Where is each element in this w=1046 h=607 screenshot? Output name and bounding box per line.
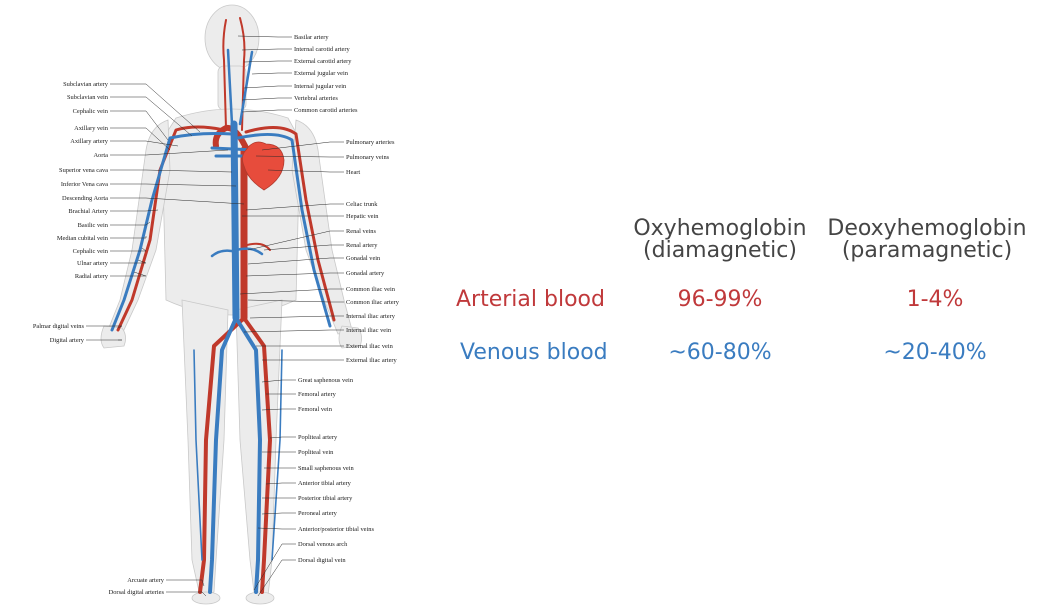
anatomy-label: External carotid artery	[294, 58, 352, 65]
anatomy-label: Cephalic vein	[73, 108, 109, 115]
anatomy-label: Radial artery	[75, 273, 109, 280]
anatomy-label: Renal veins	[346, 228, 377, 235]
anatomy-label: Axillary artery	[70, 138, 109, 145]
col2-header-line1: Deoxyhemoglobin	[822, 218, 1032, 240]
anatomy-label: External jugular vein	[294, 70, 349, 77]
anatomy-label: Hepatic vein	[346, 213, 379, 220]
arterial-deoxy-value: 1-4%	[840, 287, 1030, 313]
anatomy-label: Pulmonary arteries	[346, 139, 395, 146]
anatomy-label: Median cubital vein	[57, 235, 109, 242]
anatomy-label: Basilar artery	[294, 34, 329, 41]
anatomy-label: Internal carotid artery	[294, 46, 351, 53]
anatomy-label: Anterior tibial artery	[298, 480, 352, 487]
arterial-row-label: Arterial blood	[456, 287, 605, 313]
anatomy-label: Gonadal vein	[346, 255, 381, 262]
anatomy-label: Great saphenous vein	[298, 377, 354, 384]
anatomy-label: Palmar digital veins	[33, 323, 85, 330]
anatomy-label: Subclavian vein	[67, 94, 109, 101]
arterial-oxy-value: 96-99%	[625, 287, 815, 313]
anatomy-label: Aorta	[93, 152, 108, 159]
anatomy-label: Basilic vein	[78, 222, 109, 229]
col1-header: Oxyhemoglobin (diamagnetic)	[625, 218, 815, 262]
col2-header-line2: (paramagnetic)	[822, 240, 1032, 262]
leader-line	[242, 98, 292, 100]
col2-header: Deoxyhemoglobin (paramagnetic)	[822, 218, 1032, 262]
anatomy-label: Inferior Vena cava	[61, 181, 108, 188]
anatomy-label: Internal iliac artery	[346, 313, 396, 320]
anatomy-label: Cephalic vein	[73, 248, 109, 255]
anatomy-label: Internal iliac vein	[346, 327, 392, 334]
anatomy-label: Subclavian artery	[63, 81, 109, 88]
anatomy-label: Anterior/posterior tibial veins	[298, 526, 374, 533]
leader-line	[244, 86, 292, 88]
venous-row-label: Venous blood	[460, 340, 608, 366]
anatomy-label: Small saphenous vein	[298, 465, 355, 472]
anatomy-label: Digital artery	[50, 337, 85, 344]
anatomy-label: External iliac vein	[346, 343, 394, 350]
vessel-vena-cava	[234, 124, 236, 318]
anatomy-label: Common iliac vein	[346, 286, 396, 293]
col1-header-line1: Oxyhemoglobin	[625, 218, 815, 240]
anatomy-label: Vertebral arteries	[294, 95, 338, 102]
anatomy-label: Femoral artery	[298, 391, 337, 398]
anatomy-label: Celiac trunk	[346, 201, 378, 208]
anatomy-label: Axillary vein	[74, 125, 109, 132]
anatomy-label: Dorsal digital arteries	[109, 589, 165, 596]
anatomy-label: Common carotid arteries	[294, 107, 358, 114]
anatomy-label: Superior vena cava	[59, 167, 108, 174]
anatomy-label: Heart	[346, 169, 360, 176]
anatomy-label: Femoral vein	[298, 406, 333, 413]
anatomy-label: Internal jugular vein	[294, 83, 347, 90]
anatomy-label: Arcuate artery	[127, 577, 165, 584]
anatomy-label: Pulmonary veins	[346, 154, 390, 161]
anatomy-label: Brachial Artery	[68, 208, 108, 215]
venous-oxy-value: ~60-80%	[625, 340, 815, 366]
anatomy-label: Popliteal artery	[298, 434, 338, 441]
anatomy-label: Renal artery	[346, 242, 378, 249]
leader-line	[252, 73, 292, 74]
col1-header-line2: (diamagnetic)	[625, 240, 815, 262]
anatomy-label: Gonadal artery	[346, 270, 385, 277]
anatomy-label: Common iliac artery	[346, 299, 400, 306]
anatomy-label: Popliteal vein	[298, 449, 334, 456]
anatomy-label: Posterior tibial artery	[298, 495, 353, 502]
anatomy-label: Ulnar artery	[77, 260, 109, 267]
anatomy-label: External iliac artery	[346, 357, 398, 364]
anatomy-label: Dorsal digital vein	[298, 557, 346, 564]
anatomy-label: Dorsal venous arch	[298, 541, 348, 548]
anatomy-label: Descending Aorta	[62, 195, 108, 202]
venous-deoxy-value: ~20-40%	[840, 340, 1030, 366]
anatomy-label: Peroneal artery	[298, 510, 338, 517]
